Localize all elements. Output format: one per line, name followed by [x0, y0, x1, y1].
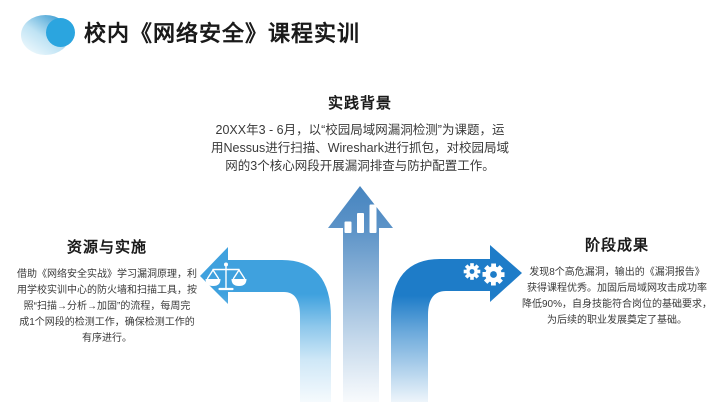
section-title-resources: 资源与实施 — [66, 239, 147, 256]
section-title-background: 实践背景 — [327, 95, 392, 112]
logo — [0, 0, 80, 60]
section-results: 阶段成果 发现8个高危漏洞，输出的《漏洞报告》 获得课程优秀。加固后局域网攻击成… — [521, 236, 713, 329]
section-body-results: 发现8个高危漏洞，输出的《漏洞报告》 获得课程优秀。加固后局域网攻击成功率 降低… — [521, 267, 712, 326]
section-body-background: 20XX年3 - 6月，以“校园局域网漏洞检测”为课题，运 用Nessus进行扫… — [211, 123, 509, 173]
section-body-resources: 借助《网络安全实战》学习漏洞原理，利 用学校实训中心的防火墙和扫描工具，按 照“… — [17, 269, 197, 344]
bar-chart-icon — [344, 204, 377, 233]
section-resources: 资源与实施 借助《网络安全实战》学习漏洞原理，利 用学校实训中心的防火墙和扫描工… — [14, 238, 200, 347]
right-arrow — [391, 245, 522, 402]
left-arrow — [200, 247, 331, 402]
logo-dot-icon — [46, 18, 75, 47]
gears-icon — [463, 263, 505, 286]
page-title: 校内《网络安全》课程实训 — [84, 21, 361, 46]
section-title-results: 阶段成果 — [584, 237, 649, 254]
scales-icon — [205, 262, 247, 291]
section-practice-background: 实践背景 20XX年3 - 6月，以“校园局域网漏洞检测”为课题，运 用Ness… — [0, 94, 720, 175]
up-arrow — [328, 186, 393, 402]
